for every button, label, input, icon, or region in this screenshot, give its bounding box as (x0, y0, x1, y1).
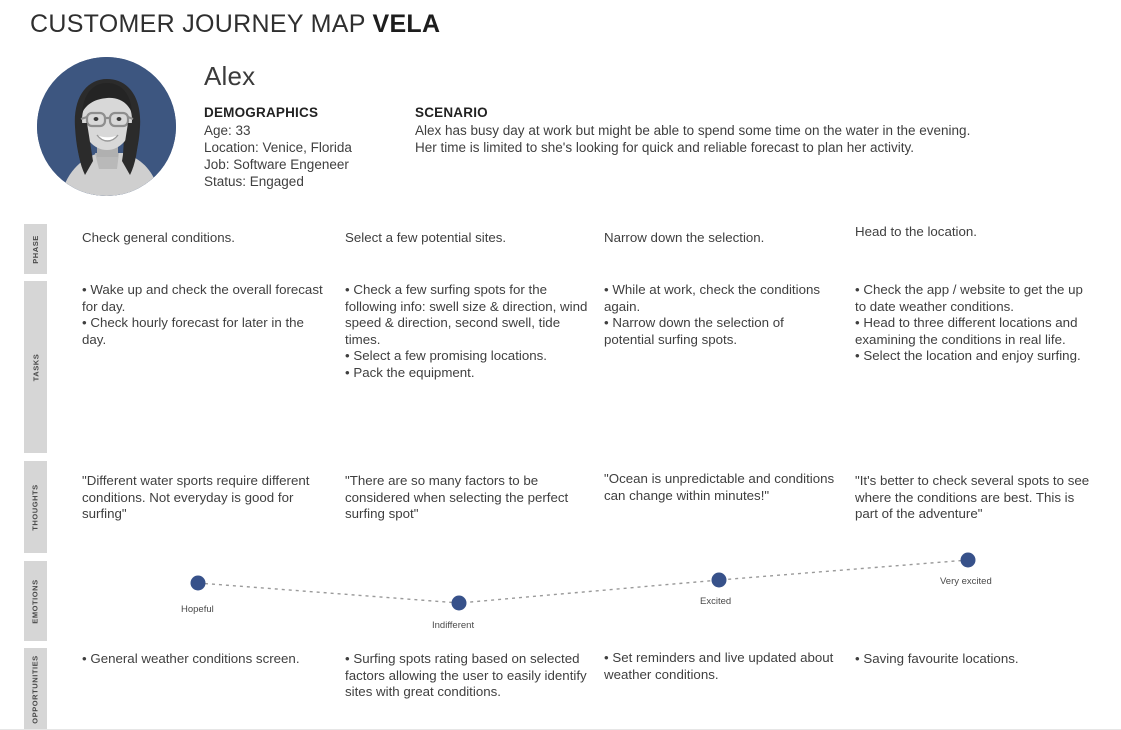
emotion-point-label: Very excited (940, 576, 992, 587)
persona-name: Alex (204, 61, 256, 91)
opportunities-cell-3: • Set reminders and live updated about w… (604, 650, 834, 682)
emotions-trend-line (197, 559, 969, 604)
demographics-heading: DEMOGRAPHICS (204, 105, 319, 120)
bullet-line: • Pack the equipment. (345, 364, 475, 380)
scenario-heading: SCENARIO (415, 105, 488, 120)
bullet-line: • Check the app / website to get the up … (855, 282, 1083, 314)
tasks-cell-2: • Check a few surfing spots for the foll… (345, 282, 590, 382)
row-label-opportunities-text: OPPORTUNITIES (31, 654, 40, 724)
emotion-point[interactable] (190, 575, 206, 591)
bullet-line: • While at work, check the conditions ag… (604, 282, 821, 314)
row-label-thoughts-text: THOUGHTS (31, 483, 41, 531)
avatar-portrait-icon (37, 57, 176, 196)
row-label-emotions: EMOTIONS (24, 561, 47, 641)
tasks-cell-4: • Check the app / website to get the up … (855, 282, 1095, 365)
demographics-line: Location: Venice, Florida (204, 140, 352, 155)
bullet-line: • Wake up and check the overall forecast… (82, 282, 323, 314)
row-label-opportunities: OPPORTUNITIES (24, 648, 47, 730)
bullet-line: • Select a few promising locations. (345, 348, 547, 364)
scenario-line: Alex has busy day at work but might be a… (415, 123, 971, 138)
row-label-tasks: TASKS (24, 281, 47, 453)
demographics-block: DEMOGRAPHICS Age: 33 Location: Venice, F… (204, 105, 409, 190)
bullet-line: • Check a few surfing spots for the foll… (345, 282, 588, 347)
row-label-thoughts: THOUGHTS (24, 461, 47, 553)
thoughts-cell-3: "Ocean is unpredictable and conditions c… (604, 471, 835, 503)
thoughts-cell-2: "There are so many factors to be conside… (345, 473, 569, 522)
bullet-line: • Select the location and enjoy surfing. (855, 348, 1081, 364)
scenario-line: Her time is limited to she's looking for… (415, 140, 915, 155)
bullet-line: • Check hourly forecast for later in the… (82, 315, 304, 347)
opportunities-cell-4: • Saving favourite locations. (855, 651, 1019, 666)
tasks-cell-1: • Wake up and check the overall forecast… (82, 282, 327, 348)
emotion-point[interactable] (711, 572, 727, 588)
bullet-line: • Head to three different locations and … (855, 315, 1078, 347)
emotion-point[interactable] (451, 595, 467, 611)
scenario-text: Alex has busy day at work but might be a… (415, 122, 1095, 156)
tasks-cell-3: • While at work, check the conditions ag… (604, 282, 836, 348)
emotion-point-label: Indifferent (432, 620, 474, 631)
row-label-phase-text: PHASE (31, 234, 40, 264)
demographics-line: Job: Software Engeneer (204, 157, 349, 172)
emotion-point-label: Hopeful (181, 604, 214, 615)
opportunities-cell-2: • Surfing spots rating based on selected… (345, 651, 587, 700)
emotion-point-label: Excited (700, 596, 731, 607)
page-title: CUSTOMER JOURNEY MAP VELA (30, 10, 440, 39)
thoughts-cell-1: "Different water sports require differen… (82, 473, 310, 522)
bullet-line: • Narrow down the selection of potential… (604, 315, 784, 347)
demographics-list: Age: 33 Location: Venice, Florida Job: S… (204, 122, 409, 190)
phase-cell-1: Check general conditions. (82, 230, 236, 245)
scenario-block: SCENARIO Alex has busy day at work but m… (415, 105, 1095, 156)
phase-cell-2: Select a few potential sites. (345, 230, 507, 245)
page-title-prefix: CUSTOMER JOURNEY MAP (30, 10, 366, 38)
avatar (37, 57, 176, 196)
demographics-line: Age: 33 (204, 123, 251, 138)
opportunities-cell-1: • General weather conditions screen. (82, 651, 300, 666)
phase-cell-3: Narrow down the selection. (604, 230, 765, 245)
brand-name: VELA (372, 10, 441, 38)
demographics-line: Status: Engaged (204, 174, 304, 189)
row-label-tasks-text: TASKS (31, 353, 40, 381)
thoughts-cell-4: "It's better to check several spots to s… (855, 473, 1090, 522)
row-label-phase: PHASE (24, 224, 47, 274)
emotion-point[interactable] (960, 552, 976, 568)
phase-cell-4: Head to the location. (855, 224, 977, 239)
